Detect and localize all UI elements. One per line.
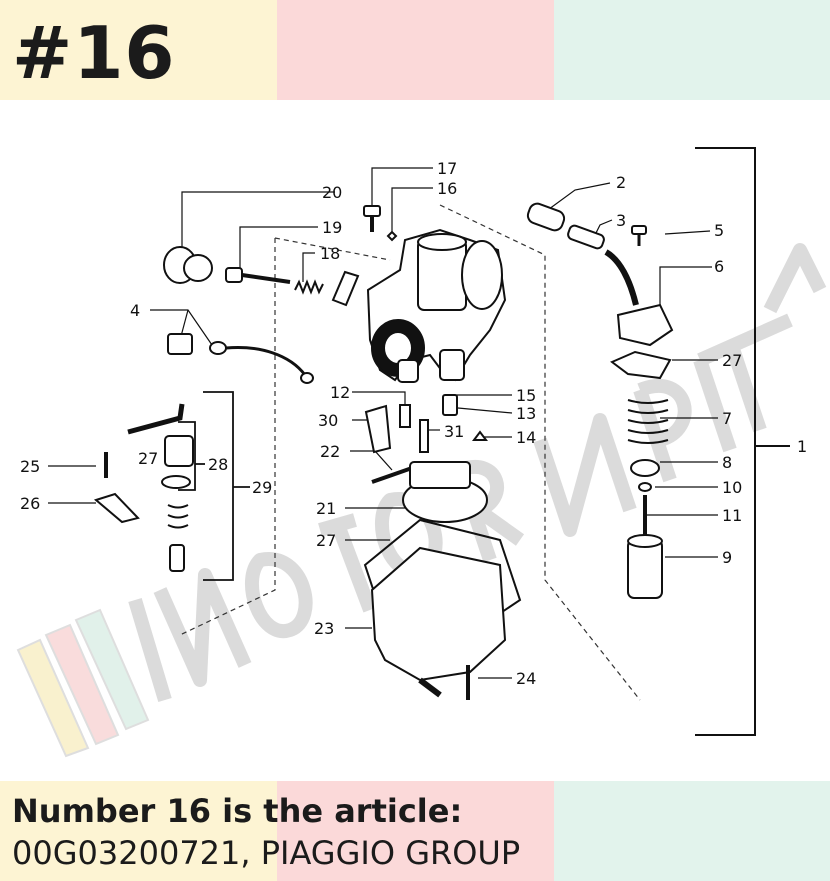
part-labels: 1 2 3 4 5 6 7 8 9 10 11 12 13 14 15 16 1… (20, 159, 807, 688)
jet-31-part (419, 419, 429, 453)
caption-heading: Number 16 is the article: (12, 792, 463, 830)
label-part-31: 31 (444, 422, 464, 441)
part-sketches (93, 202, 674, 700)
band-yellow-bottom (0, 781, 277, 881)
bracket-group-29 (178, 391, 250, 581)
label-part-14: 14 (516, 428, 536, 447)
label-part-4: 4 (130, 301, 140, 320)
top-color-band (0, 0, 830, 100)
label-part-25: 25 (20, 457, 40, 476)
carburetor-exploded-diagram: 1 2 3 4 5 6 7 8 9 10 11 12 13 14 15 16 1… (16, 147, 827, 758)
caption-article-code: 00G03200721, PIAGGIO GROUP (12, 834, 521, 872)
idle-screw-part (225, 267, 291, 284)
jet-15-part (442, 394, 458, 416)
label-part-22: 22 (320, 442, 340, 461)
clip-10-part (638, 482, 652, 492)
bottom-color-band (0, 781, 830, 881)
gasket-27-right-part (610, 350, 672, 380)
label-part-19: 19 (322, 218, 342, 237)
cover-6-part (604, 249, 674, 347)
label-part-7: 7 (722, 409, 732, 428)
label-part-18: 18 (320, 244, 340, 263)
label-part-21: 21 (316, 499, 336, 518)
label-part-13: 13 (516, 404, 536, 423)
label-part-8: 8 (722, 453, 732, 472)
small-part-16 (386, 230, 398, 242)
band-mint (554, 0, 830, 100)
label-part-24: 24 (516, 669, 536, 688)
slide-9-part (627, 534, 663, 599)
label-part-11: 11 (722, 506, 742, 525)
wire-4-part (167, 333, 314, 384)
band-pink (277, 0, 554, 100)
assembly-dashed-lines (179, 204, 641, 701)
part-number-badge: #16 (12, 11, 176, 95)
screw-5-part (631, 225, 647, 246)
label-part-2: 2 (616, 173, 626, 192)
label-part-27-right: 27 (722, 351, 742, 370)
label-part-10: 10 (722, 478, 742, 497)
float-bowl-23-part (370, 546, 507, 698)
label-part-23: 23 (314, 619, 334, 638)
float-21-part (402, 461, 488, 523)
label-part-9: 9 (722, 548, 732, 567)
label-part-29: 29 (252, 478, 272, 497)
carburetor-body-part (366, 228, 507, 383)
label-part-15: 15 (516, 386, 536, 405)
jet-12-part (399, 404, 411, 428)
screw-17-part (363, 205, 381, 232)
label-part-20: 20 (322, 183, 342, 202)
band-yellow (0, 0, 277, 100)
label-part-27-bottom: 27 (316, 531, 336, 550)
label-part-28: 28 (208, 455, 228, 474)
pin-22-part (371, 466, 413, 484)
label-part-6: 6 (714, 257, 724, 276)
choke-cap-part (163, 246, 213, 284)
label-part-16: 16 (437, 179, 457, 198)
valve-14-part (472, 430, 488, 441)
spring-7-part (627, 399, 669, 444)
bracket-group-1 (695, 147, 790, 736)
label-part-12: 12 (330, 383, 350, 402)
label-part-30: 30 (318, 411, 338, 430)
label-part-3: 3 (616, 211, 626, 230)
label-part-26: 26 (20, 494, 40, 513)
label-part-17: 17 (437, 159, 457, 178)
band-pink-bottom (277, 781, 554, 881)
spacer-18-part (331, 270, 360, 307)
clamp-26-part (93, 492, 140, 524)
band-mint-bottom (554, 781, 830, 881)
spring-18-part (294, 279, 324, 295)
emulsion-tube-30-part (364, 404, 392, 454)
retainer-8-part (630, 459, 660, 477)
cable-adjuster-part (526, 202, 605, 250)
label-part-27-left: 27 (138, 449, 158, 468)
enrichener-29-part (127, 403, 194, 572)
label-part-5: 5 (714, 221, 724, 240)
label-part-1: 1 (797, 437, 807, 456)
